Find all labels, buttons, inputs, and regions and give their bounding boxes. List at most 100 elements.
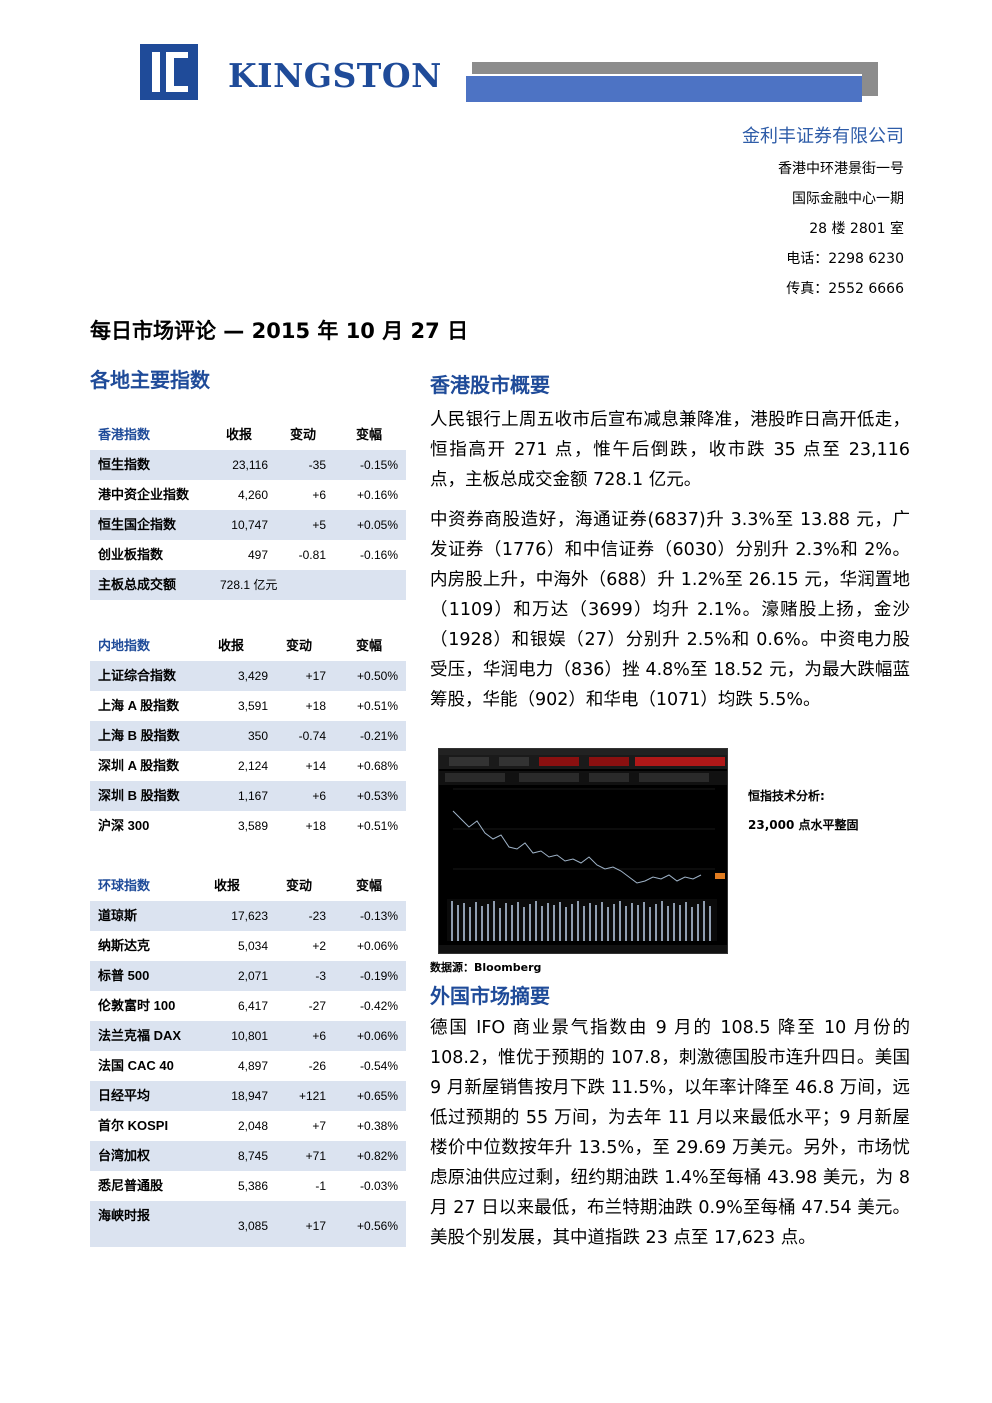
table-row: 标普 500 2,071 -3 -0.19% (90, 961, 406, 991)
table-header: 内地指数 收报 变动 变幅 (90, 631, 406, 661)
table-header: 环球指数 收报 变动 变幅 (90, 871, 406, 901)
index-change: +7 (312, 1119, 326, 1133)
index-change: +2 (312, 939, 326, 953)
index-change: -26 (308, 1059, 326, 1073)
address-line-3: 28 楼 2801 室 (809, 221, 904, 237)
index-close: 497 (247, 548, 268, 562)
global-indices-table: 环球指数 收报 变动 变幅 道琼斯 17,623 -23 -0.13% 纳斯达克… (90, 871, 406, 1247)
table-row: 法国 CAC 40 4,897 -26 -0.54% (90, 1051, 406, 1081)
hsi-technical-chart-image (438, 748, 728, 954)
table-row: 台湾加权 8,745 +71 +0.82% (90, 1141, 406, 1171)
company-name: 金利丰证券有限公司 (742, 126, 904, 147)
chart-caption-note: 23,000 点水平整固 (748, 818, 859, 832)
index-name: 港中资企业指数 (98, 487, 190, 502)
header-close: 收报 (214, 878, 241, 893)
index-name: 主板总成交额 (98, 577, 177, 592)
index-name: 悉尼普通股 (98, 1178, 164, 1193)
index-name: 海峡时报 (98, 1208, 151, 1223)
index-pct: +0.53% (356, 789, 398, 803)
index-pct: -0.03% (359, 1179, 398, 1193)
index-change: +6 (312, 1029, 326, 1043)
header-pct: 变幅 (356, 878, 383, 893)
index-close: 6,417 (237, 999, 268, 1013)
index-pct: -0.54% (359, 1059, 398, 1073)
foreign-markets-paragraph: 德国 IFO 商业景气指数由 9 月的 108.5 降至 10 月份的 108.… (430, 1018, 910, 1248)
table-row: 深圳 B 股指数 1,167 +6 +0.53% (90, 781, 406, 811)
index-pct: +0.51% (356, 819, 398, 833)
index-pct: +0.68% (356, 759, 398, 773)
index-pct: +0.16% (356, 488, 398, 502)
table-row: 上证综合指数 3,429 +17 +0.50% (90, 661, 406, 691)
index-change: +18 (305, 819, 326, 833)
table-row: 沪深 300 3,589 +18 +0.51% (90, 811, 406, 841)
index-name: 上海 A 股指数 (98, 698, 180, 713)
table-row: 首尔 KOSPI 2,048 +7 +0.38% (90, 1111, 406, 1141)
index-name: 标普 500 (98, 968, 150, 983)
index-name: 创业板指数 (98, 547, 164, 562)
index-pct: +0.06% (356, 939, 398, 953)
index-pct: -0.13% (359, 909, 398, 923)
phone-line: 电话：2298 6230 (786, 251, 904, 267)
index-close: 3,591 (237, 699, 268, 713)
table-row: 港中资企业指数 4,260 +6 +0.16% (90, 480, 406, 510)
table-row: 深圳 A 股指数 2,124 +14 +0.68% (90, 751, 406, 781)
chart-caption-title: 恒指技术分析: (748, 789, 825, 803)
index-name: 恒生指数 (98, 457, 151, 472)
index-name: 深圳 B 股指数 (98, 788, 180, 803)
hk-overview-paragraph-1: 人民银行上周五收市后宣布减息兼降准，港股昨日高开低走，恒指高开 271 点，惟午… (430, 410, 910, 490)
index-close: 17,623 (231, 909, 268, 923)
index-name: 首尔 KOSPI (98, 1118, 169, 1133)
table-row: 日经平均 18,947 +121 +0.65% (90, 1081, 406, 1111)
table-row: 恒生指数 23,116 -35 -0.15% (90, 450, 406, 480)
hk-overview-title: 香港股市概要 (430, 373, 550, 397)
mainland-indices-table: 内地指数 收报 变动 变幅 上证综合指数 3,429 +17 +0.50% 上海… (90, 631, 406, 841)
hk-indices-table: 香港指数 收报 变动 变幅 恒生指数 23,116 -35 -0.15% 港中资… (90, 420, 406, 600)
index-change: -23 (308, 909, 326, 923)
index-name: 伦敦富时 100 (98, 998, 176, 1013)
index-change: +121 (298, 1089, 326, 1103)
index-pct: -0.19% (359, 969, 398, 983)
index-pct: +0.05% (356, 518, 398, 532)
index-close: 23,116 (232, 458, 268, 472)
header-pct: 变幅 (356, 638, 383, 653)
index-change: +71 (305, 1149, 326, 1163)
index-change: +6 (312, 789, 326, 803)
index-close: 10,801 (231, 1029, 268, 1043)
address-line-1: 香港中环港景街一号 (778, 161, 904, 177)
header-change: 变动 (286, 638, 313, 653)
index-close: 2,124 (237, 759, 268, 773)
index-name: 道琼斯 (98, 908, 138, 923)
chart-screenshot-graphic (439, 749, 727, 953)
table-row: 创业板指数 497 -0.81 -0.16% (90, 540, 406, 570)
kingston-logo-mark (140, 44, 198, 100)
index-pct: -0.16% (359, 548, 398, 562)
header-name: 环球指数 (98, 878, 151, 893)
index-close: 10,747 (231, 518, 268, 532)
index-change: -27 (308, 999, 326, 1013)
index-close: 5,386 (237, 1179, 268, 1193)
index-name: 沪深 300 (98, 818, 150, 833)
header-close: 收报 (226, 427, 253, 442)
index-change: -1 (315, 1179, 326, 1193)
turnover-value: 728.1 亿元 (220, 578, 278, 592)
index-change: -0.81 (298, 548, 326, 562)
table-row: 道琼斯 17,623 -23 -0.13% (90, 901, 406, 931)
index-name: 法兰克福 DAX (98, 1028, 182, 1043)
index-close: 4,260 (237, 488, 268, 502)
index-change: +17 (305, 669, 326, 683)
index-close: 3,085 (237, 1219, 268, 1233)
index-pct: +0.50% (356, 669, 398, 683)
index-change: -3 (315, 969, 326, 983)
index-pct: +0.51% (356, 699, 398, 713)
index-close: 1,167 (237, 789, 268, 803)
foreign-markets-title: 外国市场摘要 (430, 984, 550, 1008)
indices-section-title: 各地主要指数 (90, 368, 210, 392)
index-close: 350 (247, 729, 268, 743)
header-name: 香港指数 (98, 427, 151, 442)
index-pct: -0.21% (359, 729, 398, 743)
table-row: 悉尼普通股 5,386 -1 -0.03% (90, 1171, 406, 1201)
index-change: +17 (305, 1219, 326, 1233)
logo-text: KINGSTON (228, 56, 442, 95)
index-close: 18,947 (231, 1089, 268, 1103)
table-row: 法兰克福 DAX 10,801 +6 +0.06% (90, 1021, 406, 1051)
